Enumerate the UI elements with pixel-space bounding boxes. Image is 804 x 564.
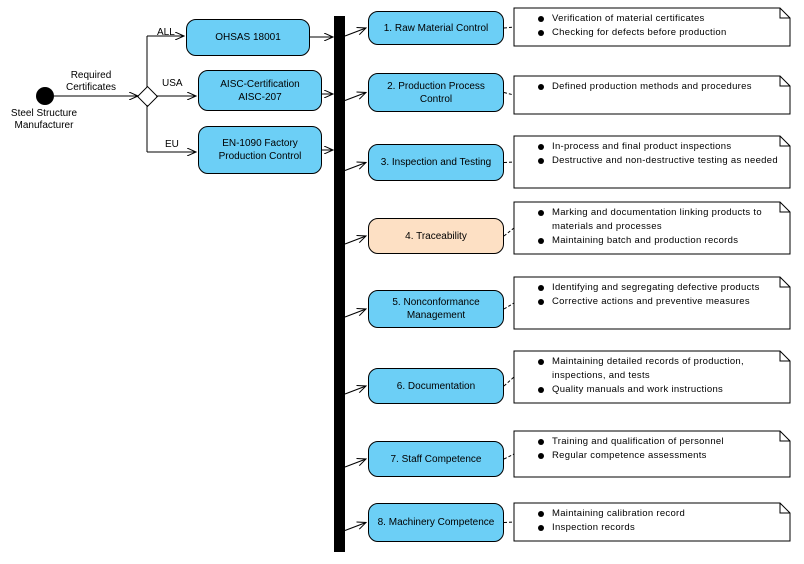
note-item: Marking and documentation linking produc… — [538, 206, 782, 234]
note-anchor-line — [503, 92, 515, 96]
fork-to-step-connector — [344, 163, 366, 171]
certificate-box-ohsas: OHSAS 18001 — [186, 19, 310, 56]
note-anchor-line — [503, 227, 515, 237]
note-outline — [513, 502, 791, 542]
branch-label-usa: USA — [162, 78, 183, 89]
note-item: Inspection records — [538, 521, 782, 535]
note-anchor-line — [503, 26, 515, 29]
step-documentation: 6. Documentation — [368, 368, 504, 404]
step-raw-material-control: 1. Raw Material Control — [368, 11, 504, 45]
note-outline — [513, 201, 791, 255]
note-outline — [513, 7, 791, 47]
fork-to-step-connector — [344, 93, 366, 101]
step-machinery-competence: 8. Machinery Competence — [368, 503, 504, 542]
fork-bar — [334, 16, 345, 552]
note-item: Regular competence assessments — [538, 449, 782, 463]
note-item: Maintaining detailed records of producti… — [538, 355, 782, 383]
note-production-process-control: Defined production methods and procedure… — [514, 76, 790, 114]
note-anchor-line — [503, 161, 515, 163]
start-label: Steel Structure Manufacturer — [10, 108, 78, 131]
note-item: Destructive and non-destructive testing … — [538, 154, 782, 168]
required-certificates-label: Required Certificates — [65, 70, 116, 93]
note-outline — [513, 276, 791, 330]
branch-label-eu: EU — [165, 139, 179, 150]
note-item: Verification of material certificates — [538, 12, 782, 26]
note-outline — [513, 430, 791, 478]
note-item: Quality manuals and work instructions — [538, 383, 782, 397]
note-item: Defined production methods and procedure… — [538, 80, 782, 94]
note-item: Checking for defects before production — [538, 26, 782, 40]
note-item: Identifying and segregating defective pr… — [538, 281, 782, 295]
note-anchor-line — [503, 521, 515, 523]
fork-to-step-connector — [344, 459, 366, 468]
fork-to-step-connector — [344, 523, 366, 531]
note-outline — [513, 135, 791, 189]
note-nonconformance-management: Identifying and segregating defective pr… — [514, 277, 790, 329]
note-item: Maintaining calibration record — [538, 507, 782, 521]
fork-to-step-connector — [344, 309, 366, 318]
note-outline — [513, 350, 791, 404]
fork-to-step-connector — [344, 386, 366, 395]
note-documentation: Maintaining detailed records of producti… — [514, 351, 790, 403]
note-item: In-process and final product inspections — [538, 140, 782, 154]
note-item: Training and qualification of personnel — [538, 435, 782, 449]
note-anchor-line — [503, 376, 515, 387]
step-staff-competence: 7. Staff Competence — [368, 441, 504, 477]
note-outline — [513, 75, 791, 115]
note-anchor-line — [503, 453, 515, 460]
note-inspection-and-testing: In-process and final product inspections… — [514, 136, 790, 188]
fork-to-step-connector — [344, 236, 366, 245]
note-item: Maintaining batch and production records — [538, 234, 782, 248]
note-item: Corrective actions and preventive measur… — [538, 295, 782, 309]
start-node — [36, 87, 54, 105]
note-traceability: Marking and documentation linking produc… — [514, 202, 790, 254]
step-inspection-and-testing: 3. Inspection and Testing — [368, 144, 504, 181]
fork-to-step-connector — [344, 28, 366, 37]
note-anchor-line — [503, 302, 515, 310]
step-traceability: 4. Traceability — [368, 218, 504, 254]
branch-label-all: ALL — [157, 27, 175, 38]
